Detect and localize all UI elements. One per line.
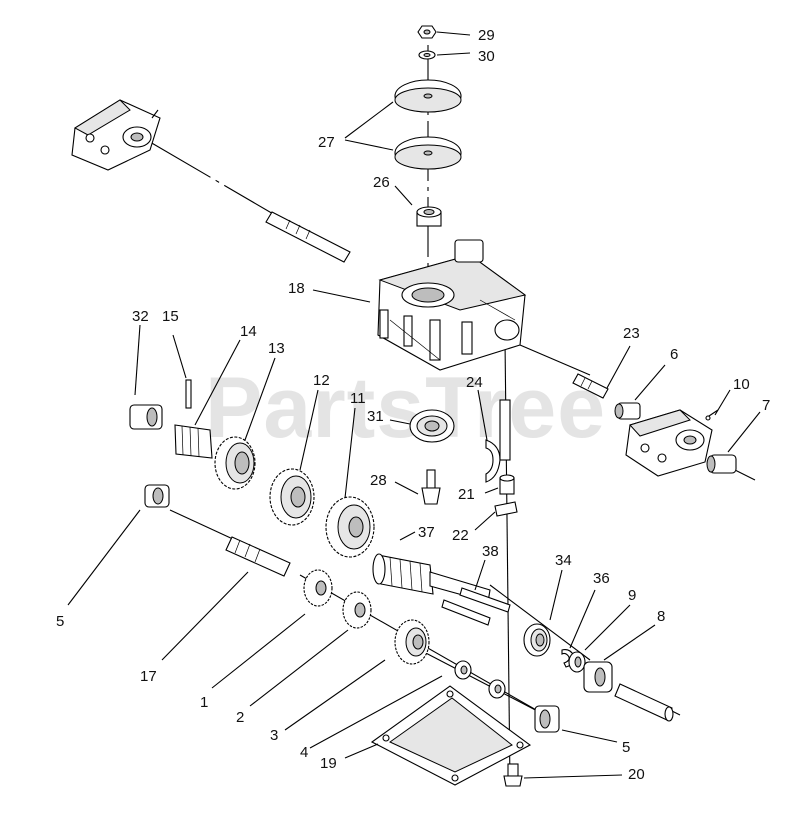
callout-22: 22 [452, 527, 469, 544]
part-4-washers [454, 660, 506, 699]
part-3-gear [394, 619, 430, 665]
part-21-sleeve [499, 474, 515, 495]
callout-32: 32 [132, 308, 149, 325]
part-11-gear [325, 496, 375, 558]
callout-2: 2 [236, 709, 244, 726]
leader-lines [67, 31, 761, 779]
part-30-washer [418, 50, 436, 60]
callout-4: 4 [300, 744, 308, 761]
callout-26: 26 [373, 174, 390, 191]
callout-23: 23 [623, 325, 640, 342]
part-17-shaft [225, 536, 291, 577]
part-axle-lower-right [614, 683, 674, 722]
callout-7: 7 [762, 397, 770, 414]
part-34-seal [523, 623, 551, 657]
callout-36: 36 [593, 570, 610, 587]
callout-38: 38 [482, 543, 499, 560]
callouts: 29 30 27 26 18 32 15 14 13 12 11 31 24 2… [56, 27, 770, 783]
part-7-bushing [706, 454, 737, 474]
part-axle-upper [265, 211, 351, 263]
part-flange-left [71, 99, 161, 171]
part-10-screw [705, 409, 719, 421]
part-2-gear [342, 591, 372, 629]
callout-27: 27 [318, 134, 335, 151]
part-5-bushing-left [144, 484, 170, 508]
part-8-bushing [583, 661, 613, 693]
part-9-washer [568, 651, 586, 673]
callout-37: 37 [418, 524, 435, 541]
callout-19: 19 [320, 755, 337, 772]
part-18-housing [377, 239, 527, 371]
callout-1: 1 [200, 694, 208, 711]
part-28-bolt [421, 469, 441, 505]
part-24-shift-fork [485, 399, 511, 483]
part-29-nut [417, 25, 437, 39]
axis-lines [149, 45, 756, 786]
callout-20: 20 [628, 766, 645, 783]
watermark-text: PartsTree [205, 360, 606, 456]
callout-17: 17 [140, 668, 157, 685]
callout-34: 34 [555, 552, 572, 569]
part-20-bolt [503, 763, 523, 787]
callout-3: 3 [270, 727, 278, 744]
part-19-cover [370, 685, 532, 786]
callout-13: 13 [268, 340, 285, 357]
callout-29: 29 [478, 27, 495, 44]
callout-9: 9 [628, 587, 636, 604]
callout-6: 6 [670, 346, 678, 363]
callout-14: 14 [240, 323, 257, 340]
callout-8: 8 [657, 608, 665, 625]
callout-24: 24 [466, 374, 483, 391]
part-27-disc-lower [394, 136, 462, 170]
callout-5-left: 5 [56, 613, 64, 630]
part-22-clip [494, 501, 518, 517]
part-6-bushing [614, 402, 641, 420]
callout-5-right: 5 [622, 739, 630, 756]
part-26-bushing [416, 206, 442, 227]
callout-21: 21 [458, 486, 475, 503]
callout-11: 11 [350, 390, 366, 407]
part-1-gear [303, 569, 333, 607]
part-13-gear [214, 436, 256, 490]
callout-31: 31 [367, 408, 384, 425]
part-38-keys [441, 587, 511, 626]
part-5-bushing-right [534, 705, 560, 733]
callout-30: 30 [478, 48, 495, 65]
callout-18: 18 [288, 280, 305, 297]
part-23-pin [572, 373, 609, 399]
part-31-bearing [409, 409, 455, 443]
part-flange-right [625, 409, 713, 477]
part-12-gear [269, 468, 315, 526]
callout-10: 10 [733, 376, 750, 393]
part-27-disc-upper [394, 79, 462, 113]
part-14-collar [174, 424, 213, 459]
callout-15: 15 [162, 308, 179, 325]
callout-28: 28 [370, 472, 387, 489]
callout-12: 12 [313, 372, 330, 389]
part-32-bushing [129, 404, 163, 430]
part-15-key [185, 379, 192, 409]
